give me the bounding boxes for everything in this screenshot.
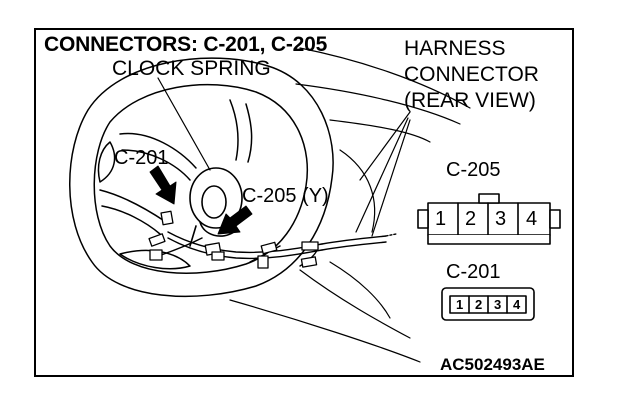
c201-connector-label: C-201	[446, 261, 501, 283]
leader-lines	[157, 77, 411, 181]
harness-line-1: HARNESS	[404, 37, 506, 60]
c201-pin-2: 2	[475, 297, 483, 312]
c205-pin-3: 3	[495, 208, 507, 230]
figure-code: AC502493AE	[440, 355, 545, 374]
c205-pin-2: 2	[465, 208, 477, 230]
harness-line-2: CONNECTOR	[404, 63, 539, 86]
clock-spring	[189, 167, 243, 247]
c205-callout-label: C-205 (Y)	[242, 185, 329, 207]
c201-pin-4: 4	[513, 297, 521, 312]
c201-pin-3: 3	[494, 297, 502, 312]
callout-arrows	[149, 165, 253, 235]
harness-line-3: (REAR VIEW)	[404, 89, 536, 112]
c201-connector	[441, 287, 535, 321]
c201-pin-1: 1	[456, 297, 464, 312]
c205-pin-1: 1	[435, 208, 447, 230]
c205-connector	[417, 193, 561, 245]
steering-wheel	[69, 57, 334, 298]
clock-spring-label: CLOCK SPRING	[112, 57, 271, 80]
dashboard-lines	[229, 47, 471, 363]
c205-pin-4: 4	[526, 208, 538, 230]
c201-callout-label: C-201	[114, 147, 169, 169]
diagram-title: CONNECTORS: C-201, C-205	[44, 33, 328, 56]
harness-connectors	[148, 210, 319, 269]
c205-connector-label: C-205	[446, 159, 501, 181]
harness-connector-label: HARNESS CONNECTOR (REAR VIEW)	[404, 36, 539, 114]
